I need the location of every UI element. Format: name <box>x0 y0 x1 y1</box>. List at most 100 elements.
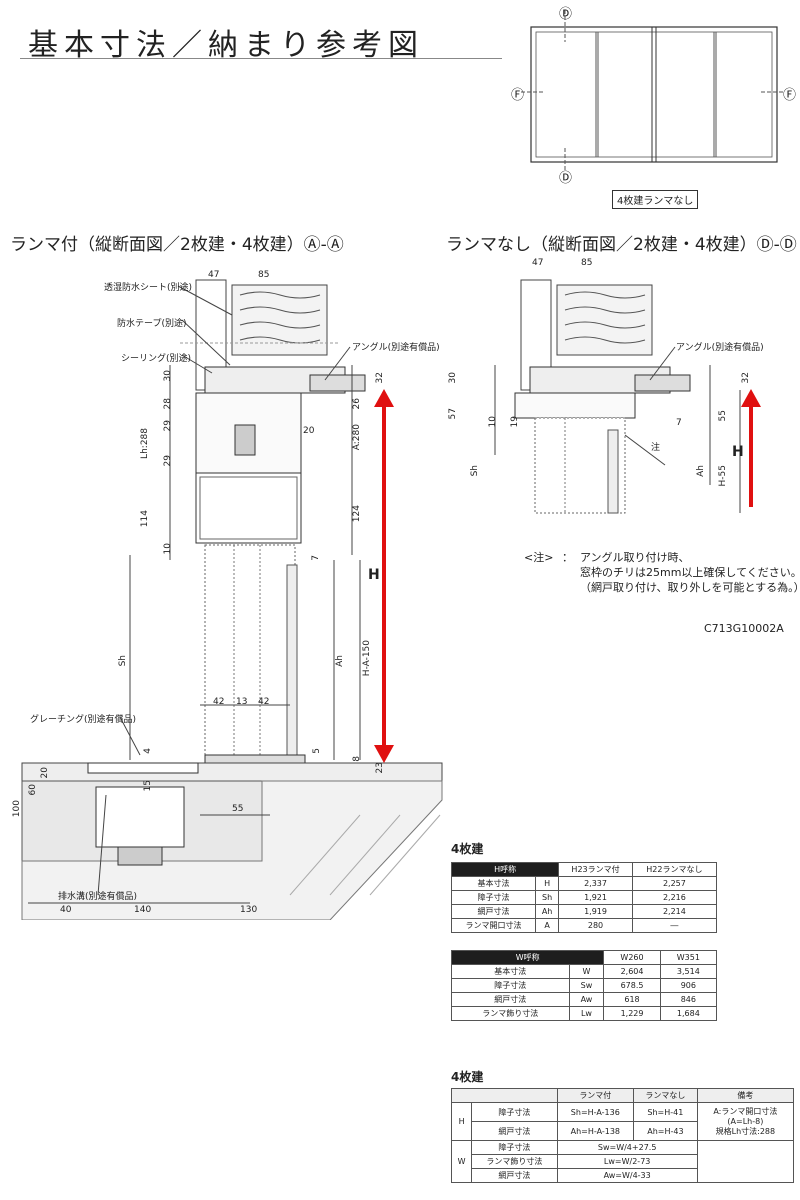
dim-20a: 20 <box>303 426 315 436</box>
table-cell: 障子寸法 <box>451 890 536 905</box>
label-grating: グレーチング(別途有償品) <box>30 715 137 725</box>
table-cell: 678.5 <box>603 978 661 993</box>
elevation-drawing <box>521 10 785 170</box>
dim-5: 5 <box>312 748 322 754</box>
page-title: 基本寸法／納まり参考図 <box>28 28 424 63</box>
table-cell: 1,919 <box>558 904 633 919</box>
dim-60: 60 <box>28 784 38 796</box>
dim-140: 140 <box>134 905 152 915</box>
table-cell: Ah <box>534 904 560 919</box>
table-cell: A <box>534 918 560 933</box>
table-h-header-1: H23ランマ付 <box>558 862 633 877</box>
r-dim-ah: Ah <box>696 465 706 477</box>
table-cell: Sh <box>534 890 560 905</box>
table-formula-corner <box>451 1088 558 1103</box>
dim-29b: 29 <box>163 455 173 467</box>
table-cell: 618 <box>603 992 661 1007</box>
table-cell: W <box>450 1140 473 1183</box>
r-dim-57: 57 <box>448 408 458 420</box>
dim-42b: 42 <box>258 697 270 707</box>
table-formula-heading: 4枚建 <box>451 1070 484 1084</box>
table-cell: Sh=H-A-136 <box>556 1102 635 1122</box>
table-cell: 2,337 <box>558 876 633 891</box>
label-sheet: 透湿防水シート(別途) <box>104 283 193 293</box>
table-w-header-2: W351 <box>659 950 718 965</box>
drawing-code: C713G10002A <box>704 622 784 635</box>
dim-lh: Lh:288 <box>140 428 150 459</box>
dim-130: 130 <box>240 905 258 915</box>
dim-100: 100 <box>12 800 22 818</box>
table-cell: 基本寸法 <box>451 964 570 979</box>
table-remark: A:ランマ開口寸法 (A=Lh-8) 規格Lh寸法:288 <box>696 1102 795 1141</box>
r-dim-32: 32 <box>741 372 751 384</box>
r-dim-sh: Sh <box>470 465 480 477</box>
table-row: W 障子寸法 Sw=W/4+27.5 <box>450 1140 795 1183</box>
table-cell: 網戸寸法 <box>471 1121 558 1141</box>
elevation-caption: 4枚建ランマなし <box>612 190 699 209</box>
table-cell: 846 <box>659 992 718 1007</box>
dim-114: 114 <box>140 510 150 528</box>
table-cell: 2,604 <box>603 964 661 979</box>
table-cell: 1,229 <box>603 1006 661 1021</box>
marker-right: Ⓕ <box>783 88 797 103</box>
label-drain: 排水溝(別途有償品) <box>58 892 138 902</box>
r-dim-47: 47 <box>532 258 544 268</box>
table-cell: Aw <box>568 992 605 1007</box>
note-mark-label: <注> <box>524 551 554 564</box>
dim-28: 28 <box>163 398 173 410</box>
table-cell: 基本寸法 <box>451 876 536 891</box>
r-dim-10: 10 <box>488 416 498 428</box>
table-cell: 網戸寸法 <box>451 992 570 1007</box>
r-dim-30: 30 <box>448 372 458 384</box>
note-line-3: （網戸取り付け、取り外しを可能とする為。） <box>580 581 800 594</box>
table-row: H 障子寸法 Sh=H-A-136 Sh=H-41 A:ランマ開口寸法 (A=L… <box>450 1102 795 1141</box>
dim-29a: 29 <box>163 420 173 432</box>
right-section-drawing <box>494 279 761 514</box>
note-line-2: 窓枠のチリは25mm以上確保してください。 <box>580 566 800 579</box>
dim-a280: A:280 <box>352 424 362 451</box>
dim-10: 10 <box>163 543 173 555</box>
dim-H-right: H <box>732 444 744 460</box>
title-rule <box>20 58 502 59</box>
dim-h150: H-A-150 <box>362 640 372 677</box>
table-cell: W <box>568 964 605 979</box>
table-cell: 2,216 <box>631 890 718 905</box>
dim-4: 4 <box>143 748 153 754</box>
left-section-drawing <box>21 279 443 920</box>
table-cell: H <box>450 1102 473 1141</box>
table-cell: Lw <box>568 1006 605 1021</box>
dim-55: 55 <box>232 804 244 814</box>
marker-bottom: Ⓓ <box>559 171 573 186</box>
note-line-1: アングル取り付け時、 <box>580 551 690 564</box>
table-formula: ランマ付 ランマなし 備考 H 障子寸法 Sh=H-A-136 Sh=H-41 … <box>450 1088 795 1183</box>
table-cell: Aw=W/4-33 <box>556 1168 698 1183</box>
table-cell-empty <box>696 1140 795 1183</box>
dim-40: 40 <box>60 905 72 915</box>
dim-20b: 20 <box>40 767 50 779</box>
table-cell: Sw=W/4+27.5 <box>556 1140 698 1155</box>
table-cell: 280 <box>558 918 633 933</box>
table-h-header-0: H呼称 <box>450 862 560 877</box>
table-cell: ランマ飾り寸法 <box>471 1154 558 1169</box>
table-cell: 障子寸法 <box>451 978 570 993</box>
table-w-header-1: W260 <box>603 950 661 965</box>
dim-sh: Sh <box>118 655 128 667</box>
table-cell: 障子寸法 <box>471 1102 558 1122</box>
table-cell: ― <box>631 918 718 933</box>
dim-47: 47 <box>208 270 220 280</box>
dim-26: 26 <box>352 398 362 410</box>
r-dim-85: 85 <box>581 258 593 268</box>
table-formula-header-2: 備考 <box>696 1088 795 1103</box>
marker-top: Ⓓ <box>559 7 573 22</box>
dim-H-left: H <box>368 567 380 583</box>
label-tape: 防水テープ(別途) <box>117 319 187 329</box>
right-section-title: ランマなし（縦断面図／2枚建・4枚建）Ⓓ-Ⓓ <box>446 235 797 255</box>
dim-124: 124 <box>352 505 362 523</box>
